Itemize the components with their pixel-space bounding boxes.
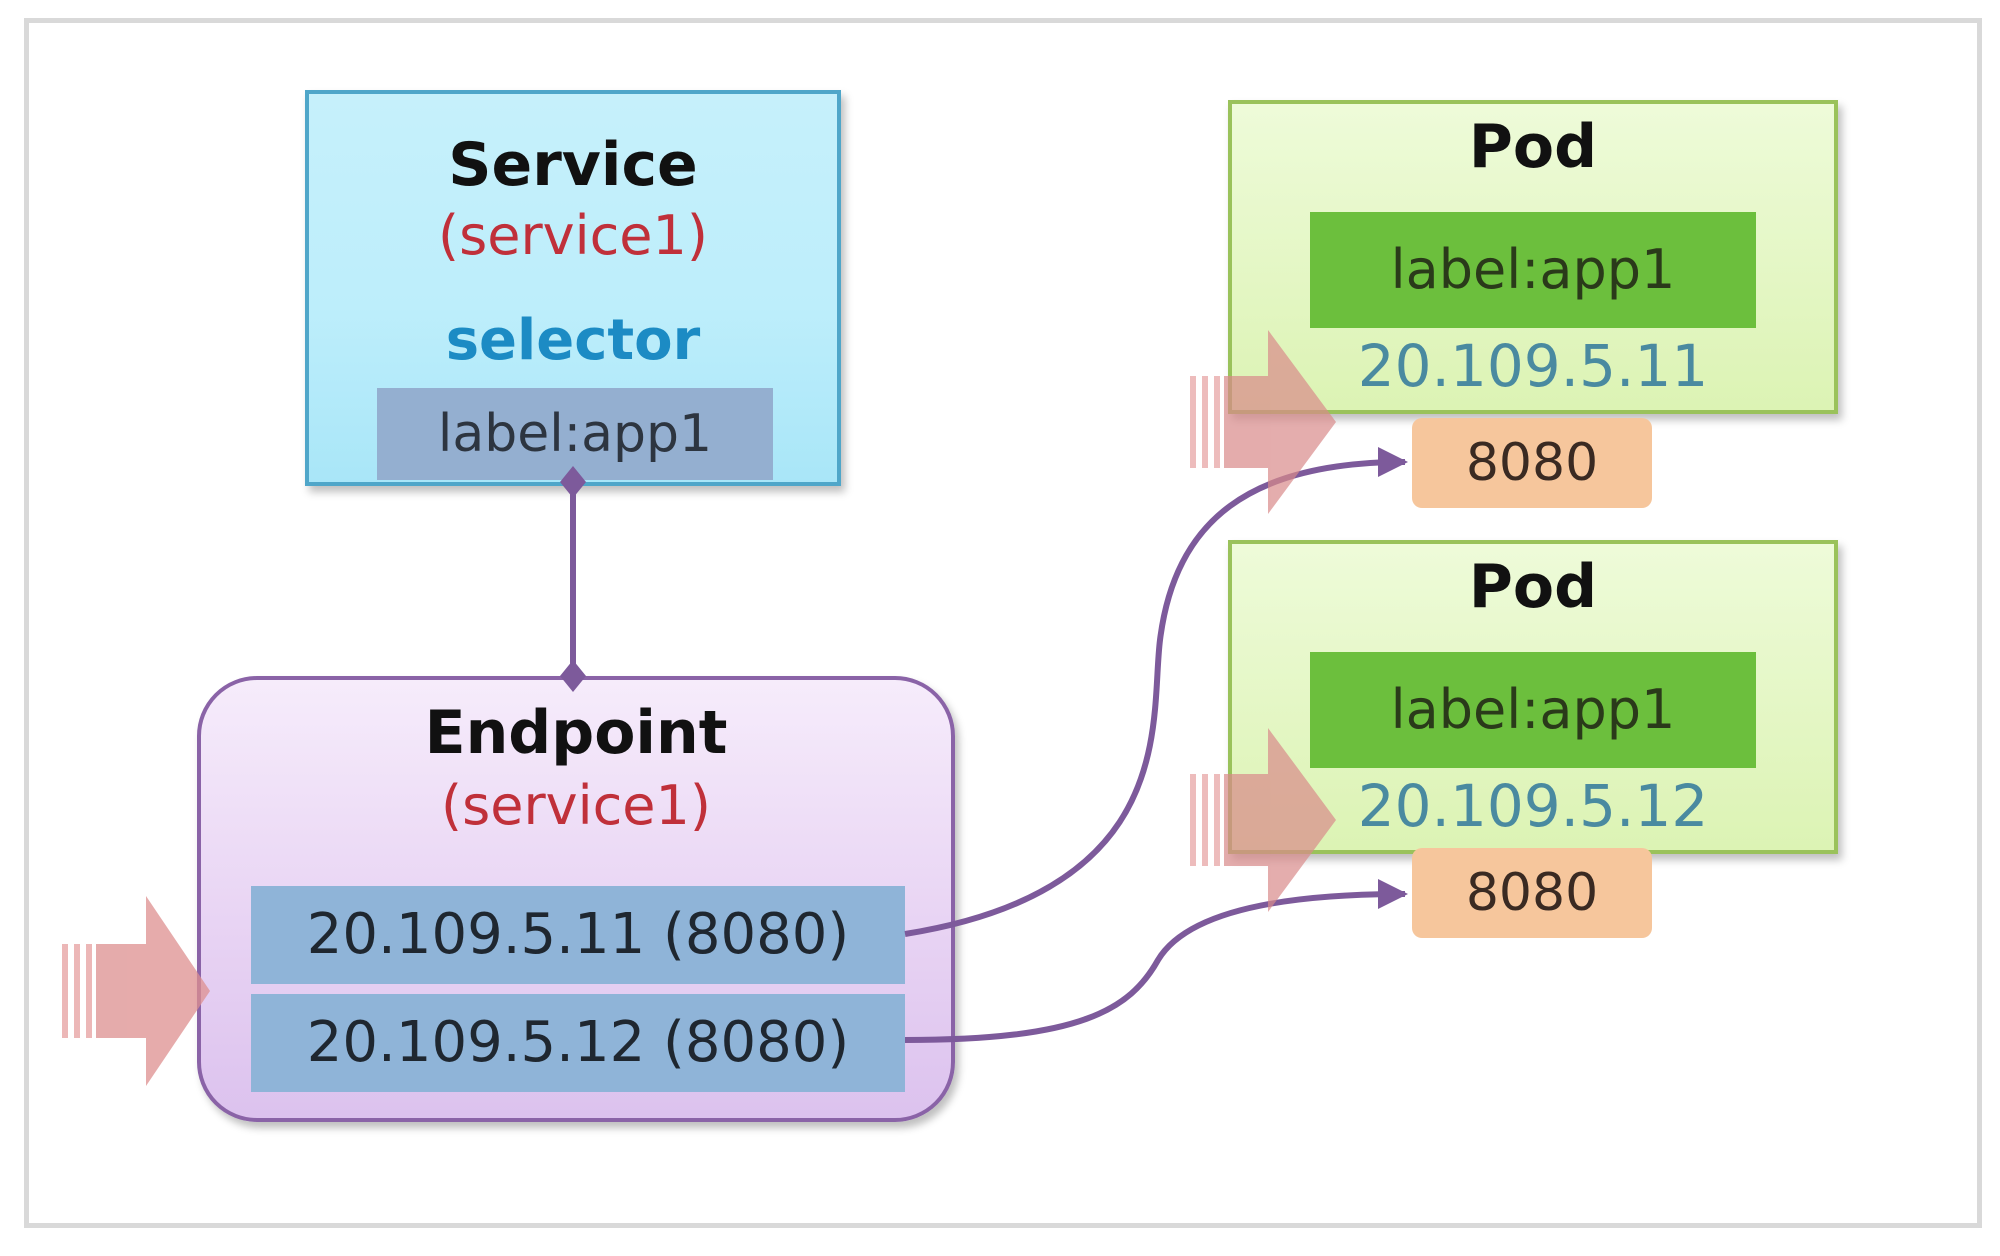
endpoint-to-pod-1-connector — [904, 447, 1408, 937]
service-selector: selector — [445, 308, 701, 373]
endpoint-row-1: 20.109.5.11 (8080) — [251, 886, 905, 984]
endpoint-name: (service1) — [441, 774, 711, 837]
traffic-arrow-pod-2 — [1190, 728, 1336, 912]
pod-2-title: Pod — [1468, 552, 1598, 622]
pod-1-port: 8080 — [1412, 418, 1652, 508]
pod-2-port: 8080 — [1412, 848, 1652, 938]
endpoint-box: Endpoint (service1) 20.109.5.11 (8080) 2… — [197, 676, 955, 1122]
endpoint-title: Endpoint — [424, 698, 728, 768]
pod-1-label: label:app1 — [1310, 212, 1756, 328]
pod-box-1: Pod label:app1 20.109.5.11 — [1228, 100, 1838, 414]
service-name: (service1) — [438, 204, 708, 267]
service-selector-label: label:app1 — [377, 388, 773, 480]
service-box: Service (service1) selector label:app1 — [305, 90, 841, 486]
pod-2-label: label:app1 — [1310, 652, 1756, 768]
endpoint-to-pod-2-connector — [904, 879, 1408, 1043]
traffic-arrow-pod-1 — [1190, 330, 1336, 514]
pod-1-title: Pod — [1468, 112, 1598, 182]
pod-1-ip: 20.109.5.11 — [1357, 332, 1709, 400]
traffic-arrow-endpoint — [62, 896, 210, 1086]
pod-2-ip: 20.109.5.12 — [1357, 772, 1709, 840]
service-endpoint-link — [560, 466, 586, 692]
pod-box-2: Pod label:app1 20.109.5.12 — [1228, 540, 1838, 854]
service-title: Service — [448, 130, 698, 200]
endpoint-row-2: 20.109.5.12 (8080) — [251, 994, 905, 1092]
